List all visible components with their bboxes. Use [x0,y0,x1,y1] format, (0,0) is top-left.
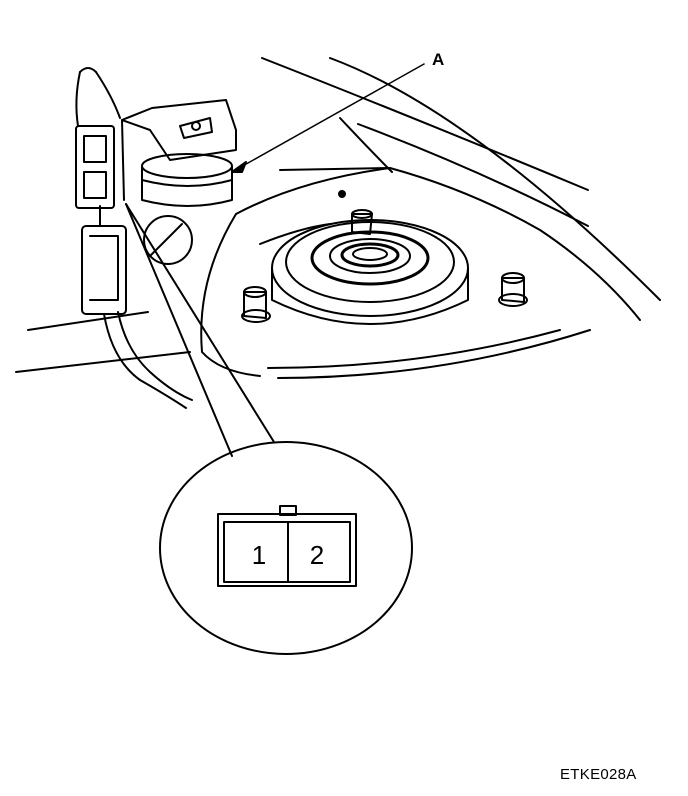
wiring-connector-icon [75,67,193,409]
body-panel-lines [15,57,661,379]
callout-label-a: A [432,50,445,69]
panel-hole [143,215,193,265]
sensor-bracket-icon [121,99,237,207]
connector-magnifier [125,203,413,655]
figure-code: ETKE028A [560,766,637,783]
connector-pin-2: 2 [309,540,325,570]
strut-mount-icon [241,190,528,325]
callout-leader [231,63,425,173]
connector-face [217,505,357,587]
connector-pin-1: 1 [251,540,267,570]
